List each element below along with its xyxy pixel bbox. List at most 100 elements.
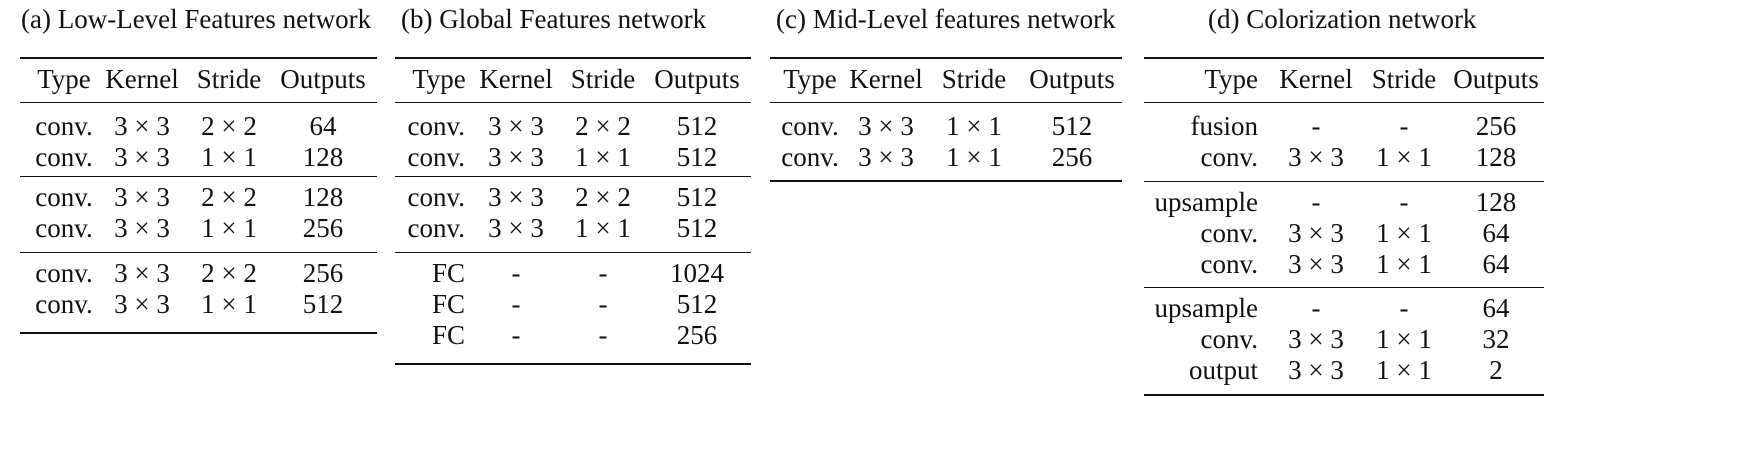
cell-stride: 1 × 1	[946, 111, 1002, 141]
cell-kernel: 3 × 3	[488, 213, 544, 243]
bottom-rule	[395, 363, 751, 365]
cell-kernel: 3 × 3	[114, 142, 170, 172]
cell-outputs: 512	[676, 142, 718, 172]
cell-outputs: 128	[1475, 187, 1517, 217]
group-divider	[20, 252, 377, 253]
header-rule	[770, 102, 1122, 103]
cell-stride: 2 × 2	[201, 258, 257, 288]
cell-stride: 1 × 1	[1376, 324, 1432, 354]
cell-type: conv.	[407, 142, 465, 172]
cell-type: FC	[431, 289, 465, 319]
cell-type: upsample	[1154, 187, 1258, 217]
header-kernel: Kernel	[105, 64, 179, 94]
header-type: Type	[783, 64, 837, 94]
cell-type: conv.	[1200, 249, 1258, 279]
group-divider	[1144, 181, 1544, 182]
cell-stride: -	[1399, 187, 1409, 217]
cell-type: conv.	[1200, 142, 1258, 172]
cell-outputs: 512	[1051, 111, 1093, 141]
cell-kernel: 3 × 3	[114, 111, 170, 141]
cell-stride: 1 × 1	[201, 213, 257, 243]
cell-outputs: 128	[302, 142, 344, 172]
cell-type: conv.	[35, 111, 93, 141]
table-row: FC--1024	[395, 258, 751, 289]
cell-kernel: 3 × 3	[114, 258, 170, 288]
cell-type: FC	[431, 320, 465, 350]
cell-kernel: 3 × 3	[488, 182, 544, 212]
header-type: Type	[37, 64, 91, 94]
cell-outputs: 64	[1482, 218, 1510, 248]
cell-stride: 1 × 1	[201, 142, 257, 172]
cell-outputs: 32	[1482, 324, 1510, 354]
cell-kernel: 3 × 3	[858, 111, 914, 141]
table-row: conv. 3 × 3 1 × 1 128	[20, 142, 377, 173]
cell-stride: 1 × 1	[575, 142, 631, 172]
cell-stride: 2 × 2	[201, 182, 257, 212]
cell-outputs: 512	[676, 111, 718, 141]
cell-stride: 1 × 1	[575, 213, 631, 243]
cell-kernel: 3 × 3	[1288, 218, 1344, 248]
header-stride: Stride	[570, 64, 636, 94]
cell-stride: 1 × 1	[1376, 218, 1432, 248]
header-stride: Stride	[941, 64, 1007, 94]
header-rule	[20, 102, 377, 103]
cell-outputs: 128	[302, 182, 344, 212]
header-stride: Stride	[1371, 64, 1437, 94]
cell-stride: -	[598, 320, 608, 350]
header-outputs: Outputs	[280, 64, 366, 94]
cell-kernel: -	[1311, 111, 1321, 141]
cell-stride: -	[1399, 293, 1409, 323]
cell-outputs: 512	[676, 289, 718, 319]
cell-outputs: 512	[676, 213, 718, 243]
cell-kernel: -	[1311, 187, 1321, 217]
header-kernel: Kernel	[849, 64, 923, 94]
cell-type: conv.	[35, 182, 93, 212]
cell-type: conv.	[35, 142, 93, 172]
group-divider	[20, 176, 377, 177]
cell-outputs: 256	[676, 320, 718, 350]
table-caption: (a) Low-Level Features network	[21, 4, 372, 34]
cell-outputs: 256	[1051, 142, 1093, 172]
table-row: upsample - - 128	[1144, 187, 1544, 218]
cell-stride: 1 × 1	[1376, 249, 1432, 279]
header-outputs: Outputs	[1453, 64, 1539, 94]
cell-type: conv.	[35, 213, 93, 243]
top-rule	[20, 57, 377, 59]
cell-kernel: -	[511, 258, 521, 288]
table-row: FC--512	[395, 289, 751, 320]
header-kernel: Kernel	[479, 64, 553, 94]
cell-stride: 2 × 2	[201, 111, 257, 141]
cell-type: conv.	[1200, 324, 1258, 354]
cell-outputs: 256	[1475, 111, 1517, 141]
header-type: Type	[1204, 64, 1258, 94]
table-caption: (d) Colorization network	[1208, 4, 1477, 34]
cell-stride: 1 × 1	[201, 289, 257, 319]
header-type: Type	[412, 64, 466, 94]
bottom-rule	[1144, 394, 1544, 396]
table-row: upsample--64	[1144, 293, 1544, 324]
cell-type: conv.	[781, 142, 839, 172]
cell-stride: -	[1399, 111, 1409, 141]
cell-kernel: -	[1311, 293, 1321, 323]
header-rule	[395, 102, 751, 103]
cell-outputs: 128	[1475, 142, 1517, 172]
bottom-rule	[20, 332, 377, 334]
cell-kernel: 3 × 3	[488, 142, 544, 172]
cell-outputs: 512	[676, 182, 718, 212]
